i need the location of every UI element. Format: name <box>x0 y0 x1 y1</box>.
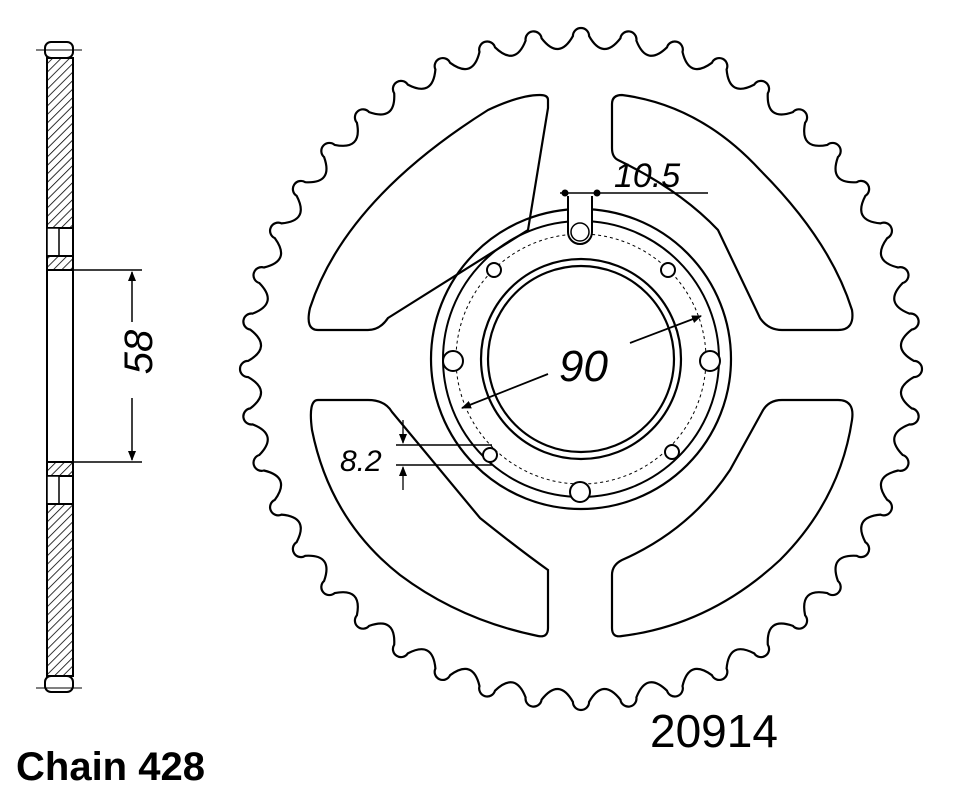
cutout-bottom-right <box>610 398 854 638</box>
bolt-hole-bottom <box>569 481 591 503</box>
bolt-hole-left <box>442 350 464 372</box>
side-view: 58 <box>36 41 161 693</box>
slot-width-dimension: 10.5 <box>614 157 680 195</box>
side-view-bottom-tip <box>44 675 74 693</box>
part-number: 20914 <box>650 705 778 757</box>
bolt-hole-bottom-right <box>664 444 680 460</box>
side-view-upper-section <box>46 57 74 229</box>
cutout-top-left <box>307 93 550 332</box>
hub-bore-dimension: 58 <box>117 329 161 374</box>
bolt-hole-top-right <box>660 262 676 278</box>
side-view-hub-bore <box>46 269 74 463</box>
center-bore <box>486 264 676 454</box>
cutout-bottom-left <box>309 398 550 638</box>
chain-label: Chain 428 <box>16 745 205 789</box>
hole-diameter-dimension: 8.2 <box>340 445 382 478</box>
bolt-hole-right <box>699 350 721 372</box>
bolt-circle-dim-line-lower <box>461 373 549 409</box>
center-bore-outer <box>479 257 683 461</box>
bolt-circle-dimension: 90 <box>559 342 608 391</box>
bolt-hole-top-left <box>486 262 502 278</box>
front-view: 10.5 90 8.2 <box>238 26 924 712</box>
bolt-circle-dim-line-upper <box>629 315 702 344</box>
side-view-lower-section <box>46 503 74 677</box>
bolt-hole-bottom-left <box>482 447 498 463</box>
cutout-top-right <box>610 93 854 332</box>
gear-teeth-outline <box>238 26 924 712</box>
